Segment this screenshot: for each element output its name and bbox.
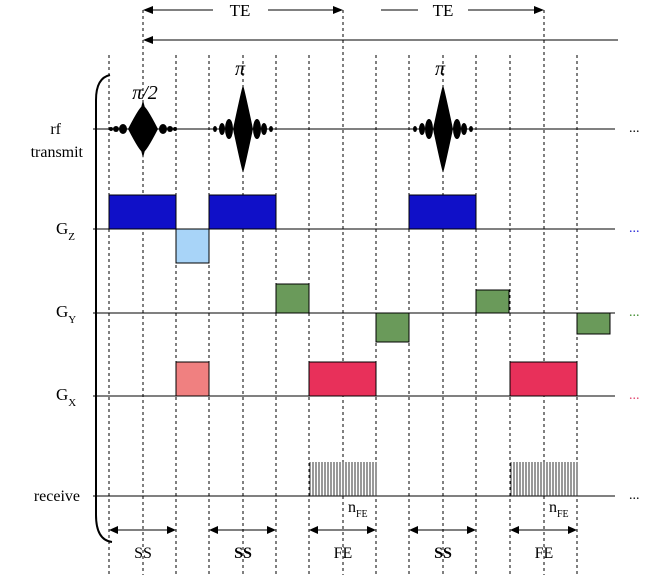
nfe-sub-1: FE [356,509,368,520]
gz-label: GZ [56,219,75,243]
rf-pulse-180-a [213,85,273,173]
segment-arrow-2 [209,526,276,534]
baselines [93,128,615,497]
row-labels: rf transmit GZ GY GX receive [31,121,84,505]
segment-label-4: SS [434,545,452,562]
segment-labels: SS SS FE SS FE [134,545,553,562]
nfe-label-1: nFE [348,499,368,520]
left-brace [95,74,113,543]
segment-arrow-4 [409,526,476,534]
receive-samples-1 [309,462,377,496]
tr-arrow-head [143,36,153,44]
gz-refocus [175,228,210,264]
rf-pulse-180-b [413,85,473,173]
transmit-label: transmit [31,144,84,161]
gx-label-main: G [56,385,68,404]
gz-blocks [108,194,477,264]
nfe-main-2: n [549,499,557,516]
gy-ellipsis: ... [629,305,640,320]
gz-label-sub: Z [68,231,75,243]
gz-slice-select-3 [408,194,477,230]
te-label-2: TE [433,1,454,20]
rf-pulses: π/2 π π [109,58,473,173]
rf-pulse-90 [109,100,177,158]
gy-phase-encode-1 [275,283,310,314]
gy-blocks [275,283,611,343]
gy-label-main: G [56,302,68,321]
gz-ellipsis: ... [629,221,640,236]
segment-arrows [109,526,577,534]
receive-label: receive [34,488,80,505]
gx-readout-1 [308,361,377,397]
gx-label-sub: X [68,397,76,409]
segment-label-5: FE [535,545,554,562]
pulse-90-label: π/2 [132,82,158,104]
nfe-main-1: n [348,499,356,516]
gy-rewinder-2 [576,312,611,335]
gy-label-sub: Y [68,314,76,326]
row-ellipses: ... ... ... ... ... [629,121,640,503]
nfe-sub-2: FE [557,509,569,520]
gy-phase-encode-2 [475,289,510,314]
segment-arrow-5 [510,526,577,534]
rf-label: rf [50,121,61,138]
gz-slice-select-2 [208,194,277,230]
pulse-180-a-label: π [235,58,246,80]
te-arrow-2-right-head [534,6,544,14]
pulse-180-b-label: π [435,58,446,80]
gx-readout-2 [509,361,578,397]
segment-label-1: SS [134,545,152,562]
gy-label: GY [56,302,76,326]
segment-arrow-1 [109,526,176,534]
te-arrow-1-right-head [333,6,343,14]
gy-rewinder-1 [375,312,410,343]
segment-label-2: SS [234,545,252,562]
gx-blocks [175,361,578,397]
rf-ellipsis: ... [629,121,640,136]
gx-prephase [175,361,210,397]
nfe-label-2: nFE [549,499,569,520]
te-arrows: TE TE [143,1,618,44]
segment-arrow-3 [309,526,376,534]
te-label-1: TE [230,1,251,20]
segment-label-3: FE [334,545,353,562]
gz-slice-select-1 [108,194,177,230]
te-arrow-1-left-head [143,6,153,14]
gx-ellipsis: ... [629,388,640,403]
receive-samples-2 [510,462,578,496]
receive-ellipsis: ... [629,488,640,503]
gx-label: GX [56,385,76,409]
gz-label-main: G [56,219,68,238]
